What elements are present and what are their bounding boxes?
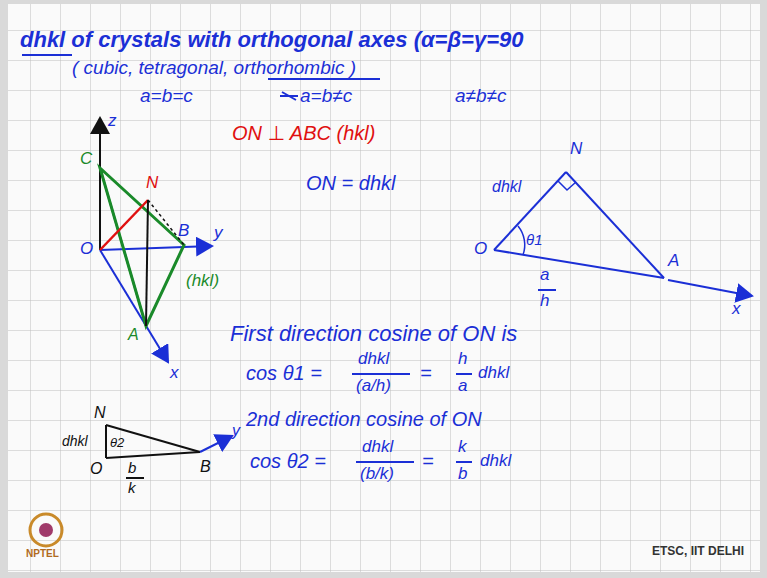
equation: cos θ2 = (250, 450, 326, 472)
grid (8, 4, 760, 572)
equation: a (458, 377, 467, 396)
lattice-condition: a=b≠c (300, 86, 352, 107)
fraction-part: a (540, 266, 549, 285)
distance-label: dhkl (492, 178, 521, 196)
angle-label: θ2 (110, 436, 124, 450)
equation: dhkl (478, 364, 509, 383)
distance-label: dhkl (62, 434, 88, 449)
angle-label: θ1 (526, 232, 542, 249)
equation: dhkl (480, 452, 511, 471)
title: dhkl of crystals with orthogonal axes (α… (20, 28, 524, 52)
plane-label: (hkl) (186, 272, 219, 291)
point-label: O (80, 240, 93, 259)
statement: First direction cosine of ON is (230, 322, 517, 346)
equation: = (420, 362, 432, 384)
logo-text: NPTEL (26, 548, 59, 559)
point-label: A (668, 252, 679, 271)
equation: h (458, 350, 467, 369)
point-label: B (200, 458, 211, 476)
point-label: O (90, 460, 102, 478)
axis-label: z (108, 112, 117, 131)
lattice-condition: a≠b≠c (455, 86, 507, 107)
nptel-logo (30, 514, 62, 546)
equation: cos θ1 = (246, 362, 322, 384)
triangle-figure (494, 172, 752, 296)
point-label: O (474, 240, 487, 259)
fraction-part: h (540, 292, 549, 311)
point-label: B (178, 222, 189, 241)
watermark: ETSC, IIT DELHI (652, 545, 744, 558)
equation: k (458, 438, 467, 457)
equation: (b/k) (360, 465, 394, 484)
equation: b (458, 465, 467, 484)
statement: ON = dhkl (306, 172, 395, 194)
statement: 2nd direction cosine of ON (246, 408, 482, 430)
equation: dhkl (362, 438, 393, 457)
point-label: N (146, 174, 158, 193)
lattice-condition: a=b=c (140, 86, 193, 107)
fraction-part: b (128, 460, 136, 477)
axis-label: y (232, 422, 240, 440)
axis-label: y (214, 224, 223, 243)
fraction-part: k (128, 480, 136, 497)
subtitle: ( cubic, tetragonal, orthorhombic ) (72, 58, 356, 79)
plane-figure (100, 118, 212, 362)
paper (8, 4, 760, 572)
point-label: C (80, 150, 92, 169)
small-triangle-figure (106, 425, 232, 478)
axis-label: x (170, 364, 179, 383)
point-label: N (570, 140, 582, 159)
point-label: N (94, 404, 106, 422)
equation: dhkl (358, 350, 389, 369)
axis-label: x (732, 300, 741, 319)
statement: ON ⊥ ABC (hkl) (232, 122, 375, 144)
point-label: A (128, 326, 139, 344)
equation: (a/h) (356, 377, 391, 396)
equation: = (422, 450, 434, 472)
